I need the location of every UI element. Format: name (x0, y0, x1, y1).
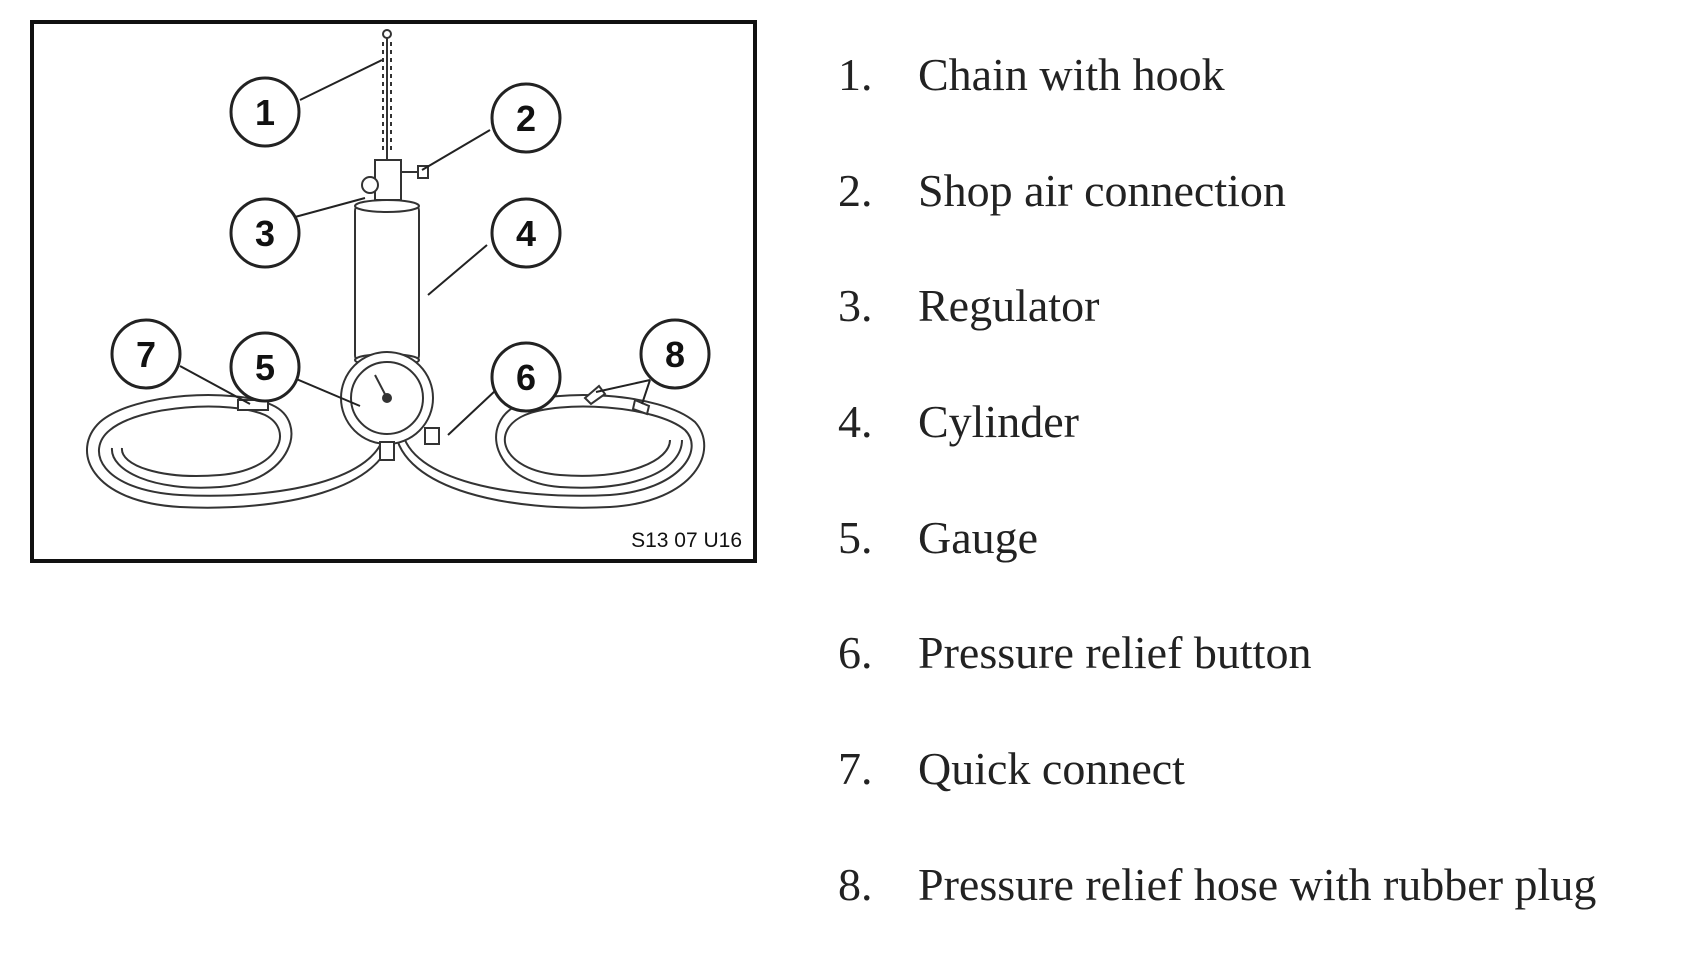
legend-item: 8. Pressure relief hose with rubber plug (838, 858, 1597, 978)
svg-text:1: 1 (255, 92, 275, 133)
svg-text:5: 5 (255, 347, 275, 388)
regulator-icon (361, 159, 429, 201)
legend-item: 2. Shop air connection (838, 164, 1596, 284)
callout-2: 2 (490, 82, 562, 154)
callout-6: 6 (490, 341, 562, 413)
pressure-relief-button-icon (424, 427, 440, 445)
svg-text:3: 3 (255, 213, 275, 254)
legend-item-label: Regulator (918, 280, 1100, 332)
legend-item-number: 6. (838, 627, 873, 679)
chain-icon (382, 29, 392, 160)
legend-item-label: Pressure relief button (918, 627, 1312, 679)
legend-item: 1. Chain with hook (838, 52, 1596, 168)
legend-item-number: 7. (838, 743, 873, 795)
legend-item-number: 4. (838, 396, 873, 448)
legend-item: 7. Quick connect (838, 746, 1596, 862)
svg-text:2: 2 (516, 98, 536, 139)
parts-legend: 1. Chain with hook 2. Shop air connectio… (838, 52, 1596, 978)
callout-7: 7 (110, 318, 182, 390)
leader-lines (179, 59, 651, 436)
left-hose-icon (86, 394, 393, 509)
svg-text:4: 4 (516, 213, 536, 254)
legend-item: 5. Gauge (838, 511, 1596, 631)
legend-item: 6. Pressure relief button (838, 630, 1596, 746)
legend-item: 3. Regulator (838, 283, 1596, 399)
figure-reference-code: S13 07 U16 (631, 529, 742, 552)
tool-illustration: 1 2 3 4 7 5 6 8 S13 07 U (30, 20, 757, 563)
callout-3: 3 (229, 197, 301, 269)
legend-item-label: Gauge (918, 511, 1039, 563)
legend-item-label: Quick connect (918, 743, 1185, 795)
callout-8: 8 (639, 318, 711, 390)
legend-item-label: Pressure relief hose with rubber plug (918, 858, 1597, 910)
callout-1: 1 (229, 76, 301, 148)
legend-item-label: Cylinder (918, 396, 1079, 448)
svg-text:6: 6 (516, 357, 536, 398)
legend-item-label: Shop air connection (918, 164, 1286, 216)
legend-item-number: 3. (838, 280, 873, 332)
legend-item-number: 1. (838, 49, 873, 100)
legend-item: 4. Cylinder (838, 399, 1596, 515)
tool-diagram: 1 2 3 4 7 5 6 8 S13 07 U (30, 20, 757, 563)
svg-text:8: 8 (665, 334, 685, 375)
cylinder-icon (354, 199, 420, 367)
legend-item-label: Chain with hook (918, 49, 1225, 100)
legend-item-number: 8. (838, 858, 873, 910)
callout-5: 5 (229, 331, 301, 403)
legend-item-number: 2. (838, 164, 873, 216)
callout-4: 4 (490, 197, 562, 269)
svg-text:7: 7 (136, 334, 156, 375)
legend-item-number: 5. (838, 511, 873, 563)
